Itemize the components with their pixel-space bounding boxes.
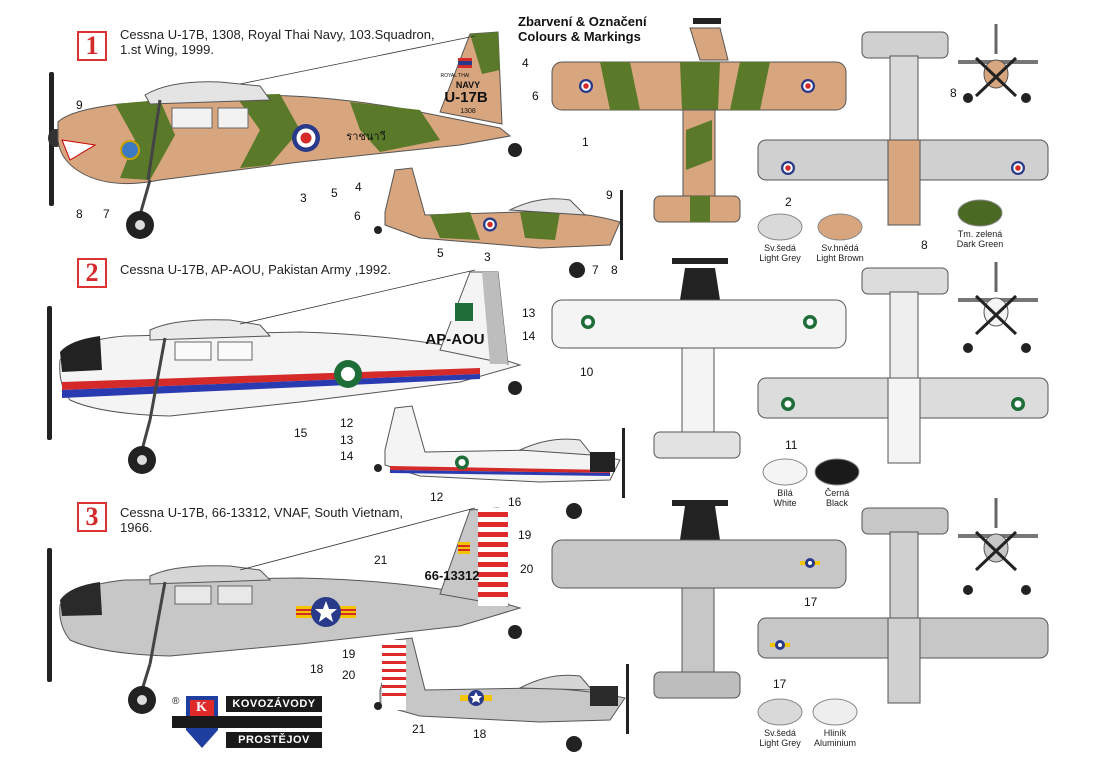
scheme-1-underside-view [757, 31, 1049, 226]
callout: 1 [582, 135, 589, 149]
callout: 18 [310, 662, 324, 676]
callout: 9 [76, 98, 83, 112]
callout: 7 [103, 207, 110, 221]
scheme-2-small-side-view [374, 405, 625, 519]
callout: 12 [430, 490, 444, 504]
callout: 4 [355, 180, 362, 194]
swatch-s1-light-grey [757, 213, 803, 241]
scheme-3-front-view [958, 498, 1038, 595]
callout: 6 [354, 209, 361, 223]
s3-tail-code: 66-13312 [425, 568, 480, 583]
callout: 11 [785, 438, 798, 452]
callout: 8 [611, 263, 618, 277]
scheme-2-top-view [551, 258, 847, 459]
callout: 16 [508, 495, 522, 509]
callout: 5 [437, 246, 444, 260]
logo-registered: ® [172, 696, 180, 707]
callout: 5 [331, 186, 338, 200]
s1-tail-navy: NAVY [456, 80, 480, 90]
scheme-2-front-view [958, 262, 1038, 353]
callout: 14 [340, 449, 354, 463]
s1-fuselage-thai: ราชนาวี [346, 130, 385, 143]
callout: 21 [374, 553, 388, 567]
swatch-s3-aluminium [812, 698, 858, 726]
scheme-3-small-side-view [374, 637, 629, 752]
swatch-s1-light-brown [817, 213, 863, 241]
callout: 10 [580, 365, 594, 379]
callout: 13 [522, 306, 536, 320]
scheme-3-side-view [47, 507, 522, 714]
scheme-3-badge: 3 [77, 502, 107, 532]
callout: 2 [785, 195, 792, 209]
swatch-s3-light-grey [757, 698, 803, 726]
callout: 7 [592, 263, 599, 277]
callout: 3 [484, 250, 491, 264]
s1-tail-code: U-17B [444, 89, 488, 106]
callout: 17 [804, 595, 818, 609]
callout: 19 [518, 528, 532, 542]
callout: 8 [76, 207, 83, 221]
scheme-2-side-view [47, 269, 522, 474]
swatch-s1-dark-green [957, 199, 1003, 227]
logo-bar [172, 716, 322, 728]
callout: 4 [522, 56, 529, 70]
s2-tail-code: AP-AOU [425, 331, 484, 348]
callout: 20 [342, 668, 356, 682]
callout: 15 [294, 426, 308, 440]
callout: 19 [342, 647, 356, 661]
scheme-1-top-view [551, 18, 847, 223]
scheme-3-title: Cessna U-17B, 66-13312, VNAF, South Viet… [120, 505, 404, 535]
scheme-2-underside-view [757, 267, 1049, 464]
scheme-1-badge: 1 [77, 31, 107, 61]
callout: 14 [522, 329, 536, 343]
callout: 18 [473, 727, 487, 741]
scheme-3-underside-view [757, 507, 1049, 704]
swatch-s2-black [814, 458, 860, 486]
scheme-1-side-view [48, 31, 522, 239]
callout: 9 [606, 188, 613, 202]
callout: 17 [773, 677, 787, 691]
callout: 20 [520, 562, 534, 576]
s1-tail-small: ROYAL THAI [440, 73, 469, 79]
scheme-1-title: Cessna U-17B, 1308, Royal Thai Navy, 103… [120, 27, 435, 57]
scheme-1-small-side-view [374, 167, 623, 278]
logo-letter: K [196, 700, 207, 715]
swatch-s2-white [762, 458, 808, 486]
s1-tail-serial: 1308 [460, 108, 476, 115]
scheme-3-top-view [551, 500, 847, 699]
callout: 8 [921, 238, 928, 252]
callout: 3 [300, 191, 307, 205]
callout: 21 [412, 722, 426, 736]
scheme-1-front-view [958, 24, 1038, 103]
scheme-2-title: Cessna U-17B, AP-AOU, Pakistan Army ,199… [120, 262, 391, 277]
scheme-2-badge: 2 [77, 258, 107, 288]
callout: 12 [340, 416, 354, 430]
callout: 6 [532, 89, 539, 103]
logo-line-1: KOVOZÁVODY [226, 696, 322, 712]
callout: 8 [950, 86, 957, 100]
logo-line-2: PROSTĚJOV [226, 732, 322, 748]
callout: 13 [340, 433, 354, 447]
